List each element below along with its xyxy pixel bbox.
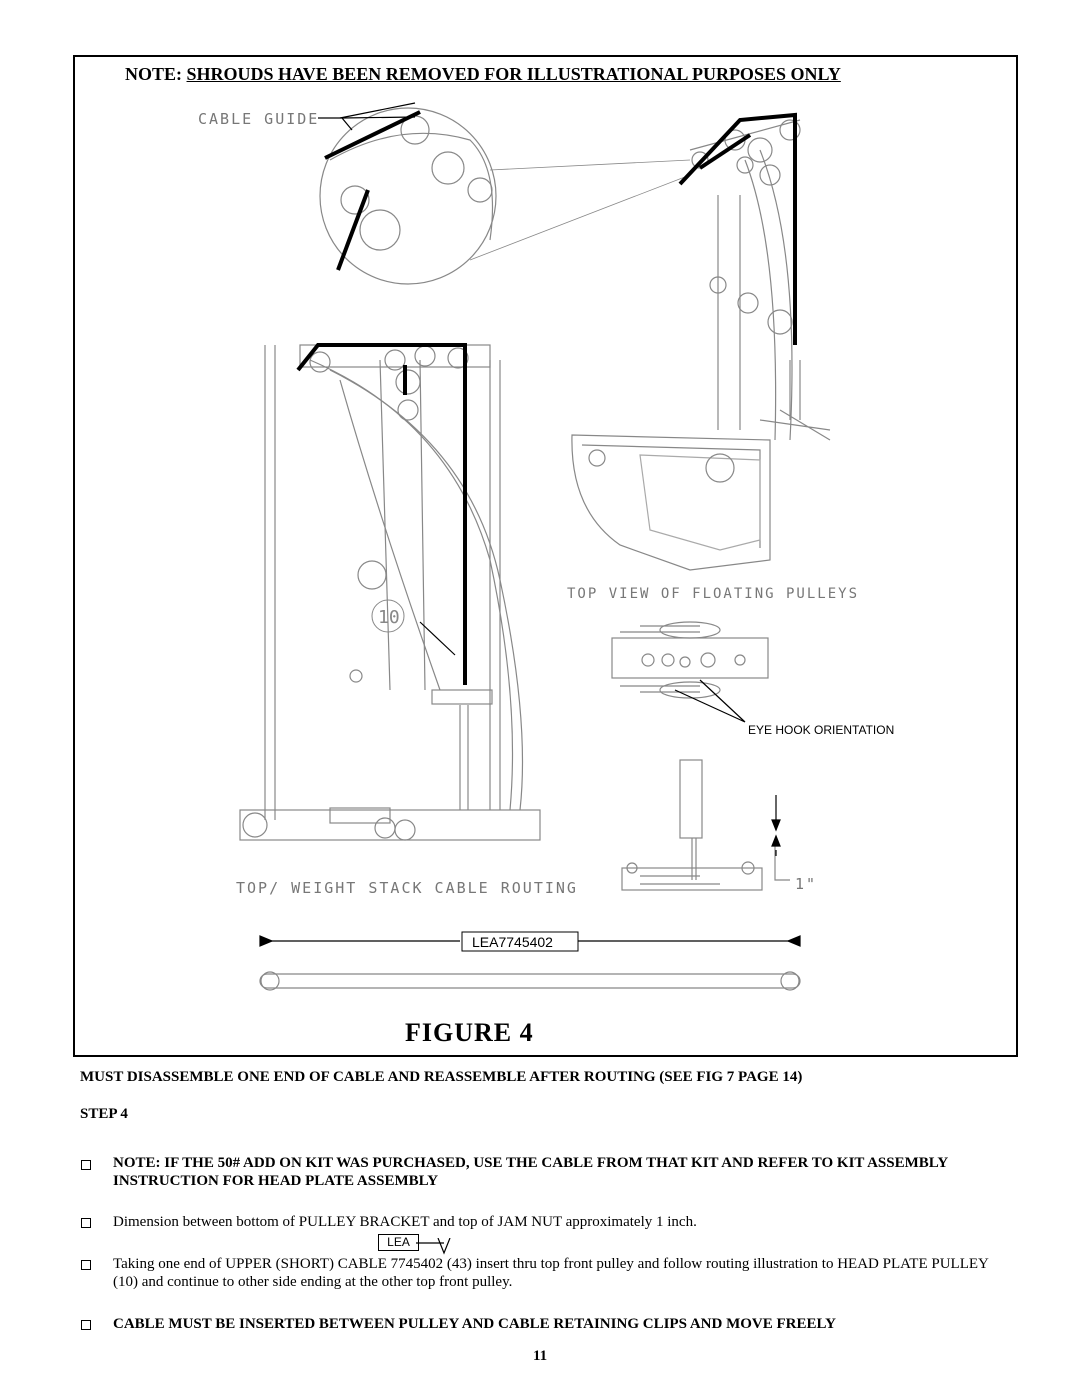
cable-guide-label: CABLE GUIDE bbox=[198, 110, 319, 128]
cable-guide-detail bbox=[319, 107, 497, 285]
checkbox-bullet bbox=[81, 1320, 93, 1332]
checkbox-bullet bbox=[81, 1260, 93, 1272]
bullet-cable-warning: CABLE MUST BE INSERTED BETWEEN PULLEY AN… bbox=[113, 1316, 836, 1332]
dimension-label: 1" bbox=[795, 875, 817, 893]
page-number: 11 bbox=[533, 1348, 548, 1364]
checkbox-bullet bbox=[81, 1160, 93, 1172]
cable-part-number: LEA7745402 bbox=[472, 934, 553, 950]
note-prefix: NOTE: bbox=[125, 64, 183, 84]
figure-frame bbox=[73, 55, 1018, 1057]
note-title: NOTE: SHROUDS HAVE BEEN REMOVED FOR ILLU… bbox=[125, 64, 995, 85]
figure-caption: FIGURE 4 bbox=[405, 1018, 534, 1047]
tag-arrow bbox=[416, 1238, 451, 1255]
bullet-routing: Taking one end of UPPER (SHORT) CABLE 77… bbox=[113, 1256, 989, 1290]
part-callout: 10 bbox=[378, 607, 400, 628]
weight-stack-label: TOP/ WEIGHT STACK CABLE ROUTING bbox=[236, 879, 578, 897]
bullet-dimension: Dimension between bottom of PULLEY BRACK… bbox=[113, 1214, 697, 1230]
top-view-label: TOP VIEW OF FLOATING PULLEYS bbox=[567, 586, 859, 602]
assembly-diagram: 10 CABLE GUIDE TOP VIEW OF FLOATING PULL… bbox=[198, 102, 894, 991]
checkbox-bullet bbox=[81, 1218, 93, 1230]
eye-hook-label: EYE HOOK ORIENTATION bbox=[748, 723, 894, 737]
step-label: STEP 4 bbox=[80, 1106, 128, 1122]
warning-text: MUST DISASSEMBLE ONE END OF CABLE AND RE… bbox=[80, 1069, 803, 1085]
bullet-note: NOTE: IF THE 50# ADD ON KIT WAS PURCHASE… bbox=[113, 1155, 948, 1189]
note-text: SHROUDS HAVE BEEN REMOVED FOR ILLUSTRATI… bbox=[186, 64, 841, 84]
inline-tag: LEA bbox=[378, 1234, 419, 1251]
